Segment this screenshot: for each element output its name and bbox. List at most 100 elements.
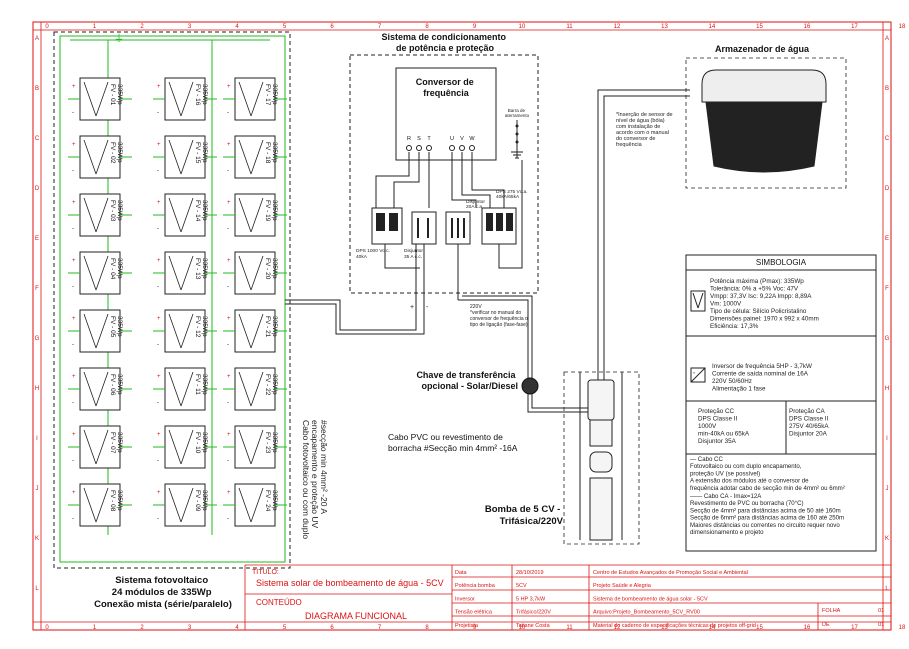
grid-col-label: 16	[804, 24, 811, 30]
grid-col-label: 12	[614, 24, 621, 30]
dc-plus-sign: +	[410, 304, 414, 311]
plus-sign: +	[72, 200, 76, 206]
grid-row-label: I	[36, 436, 38, 442]
terminal-label: V	[460, 136, 464, 142]
minus-sign: -	[157, 110, 159, 116]
cable-ca-line: dimensionamento e projeto	[690, 529, 764, 536]
grid-row-label: J	[36, 486, 39, 492]
sensor-note-4: acordo com o manual	[616, 130, 669, 136]
plus-sign: +	[157, 316, 161, 322]
protection-cc-line: 1000V	[698, 423, 717, 430]
grid-col-label: 8	[425, 24, 429, 30]
plus-sign: +	[227, 490, 231, 496]
pv-module-power: 335Wp	[116, 142, 123, 163]
protection-ca-line: 275V 40/65kA	[789, 423, 829, 430]
module-spec-line: Vm: 1000V	[710, 301, 742, 308]
terminal-screw	[406, 145, 412, 151]
transfer-switch	[521, 377, 539, 395]
breaker-ac-label: Disjuntor 20A c.a.	[466, 199, 486, 210]
conteudo-label: CONTEÚDO	[256, 598, 302, 607]
minus-sign: -	[157, 168, 159, 174]
minus-sign: -	[72, 110, 74, 116]
pump-cable-line-1: Cabo PVC ou revestimento de	[388, 432, 503, 442]
pv-module-id: FV - 02	[109, 142, 116, 164]
pv-caption-line-1: Sistema fotovoltaico	[115, 575, 208, 586]
tb-row-info: Projeto Saúde e Alegria	[593, 583, 652, 589]
minus-sign: -	[72, 168, 74, 174]
dps-ac-line-2: 40kA/65kA	[496, 194, 520, 200]
plus-sign: +	[227, 200, 231, 206]
pv-cable-line-2: encapamento e proteção UV	[310, 420, 320, 529]
grid-col-label: 17	[851, 625, 858, 631]
de-value: 01	[878, 622, 884, 628]
grid-row-label: H	[885, 386, 889, 392]
dps-ac-label: DPS 275 Vc.a. 40kA/65kA	[496, 189, 529, 200]
dps-ac	[481, 207, 517, 245]
protection-ca-line: Proteção CA	[789, 408, 825, 415]
tb-row-label: Potência bomba	[455, 583, 496, 589]
grid-col-label: 3	[188, 625, 192, 631]
plus-sign: +	[72, 316, 76, 322]
terminal-screw	[426, 145, 432, 151]
conditioning-boundary	[349, 54, 539, 294]
minus-sign: -	[72, 342, 74, 348]
grid-col-label: 2	[140, 24, 144, 30]
pv-module-power: 335Wp	[116, 200, 123, 221]
breaker-ac-line-1: Disjuntor	[466, 199, 485, 205]
module-symbol-icon	[690, 290, 706, 312]
pump-label: Bomba de 5 CV - Trifásica/220V	[485, 504, 564, 527]
pv-module-power: 335Wp	[201, 432, 208, 453]
grid-col-label: 16	[804, 625, 811, 631]
breaker-dc-line-2: 35 A c.c.	[404, 254, 422, 260]
pv-module-id: FV - 20	[264, 258, 271, 280]
minus-sign: -	[72, 516, 74, 522]
grid-row-label: F	[885, 286, 889, 292]
cable-ca-line: Secção de 4mm² para distâncias acima de …	[690, 507, 841, 514]
pv-module-power: 335Wp	[271, 490, 278, 511]
breaker-dc-label: Disjuntor 35 A c.c.	[404, 248, 424, 260]
well-boundary	[563, 371, 640, 545]
tb-row-value: 5 HP 3,7kW	[516, 596, 546, 602]
minus-sign: -	[157, 226, 159, 232]
tb-row-value: Tatiane Costa	[516, 623, 551, 629]
grid-col-label: 3	[188, 24, 192, 30]
grid-col-label: 8	[425, 625, 429, 631]
minus-sign: -	[227, 110, 229, 116]
grid-row-label: K	[35, 536, 39, 542]
dc-minus-sign: -	[426, 304, 429, 311]
conditioning-title-2: de potência e proteção	[396, 43, 495, 53]
frequency-converter-label: Conversor de frequência	[416, 77, 477, 98]
module-spec-line: Tipo de célula: Silício Policristalino	[710, 308, 807, 315]
voltage-note-4: tipo de ligação (fase-fase)	[470, 322, 528, 328]
grid-col-label: 13	[661, 625, 668, 631]
dps-dc-line-2: 40kA	[356, 254, 368, 260]
terminal-screw	[469, 145, 475, 151]
pv-module-id: FV - 21	[264, 316, 271, 338]
pv-module-power: 335Wp	[271, 142, 278, 163]
frequency-converter	[395, 67, 497, 161]
grid-row-label: J	[886, 486, 889, 492]
plus-sign: +	[72, 432, 76, 438]
terminal-label: R	[407, 136, 411, 142]
symbology-panel	[685, 254, 877, 552]
cable-cc-line: — Cabo CC	[690, 456, 723, 463]
minus-sign: -	[227, 342, 229, 348]
grid-col-label: 12	[614, 625, 621, 631]
module-spec-line: Potência máxima (Pmax): 335Wp	[710, 278, 804, 285]
pv-module-id: FV - 22	[264, 374, 271, 396]
grid-col-label: 14	[709, 625, 716, 631]
plus-sign: +	[157, 84, 161, 90]
tb-row-info: Arquivo:Projeto_Bombeamento_5CV_RV00	[593, 610, 700, 616]
tb-row-label: Inversor	[455, 596, 475, 602]
grid-col-label: 2	[140, 625, 144, 631]
grid-col-label: 15	[756, 625, 763, 631]
grid-row-label: G	[35, 336, 40, 342]
plus-sign: +	[227, 316, 231, 322]
pv-module-id: FV - 18	[264, 142, 271, 164]
grid-row-label: B	[885, 86, 889, 92]
pv-module-id: FV - 17	[264, 84, 271, 106]
grid-row-label: D	[35, 186, 40, 192]
